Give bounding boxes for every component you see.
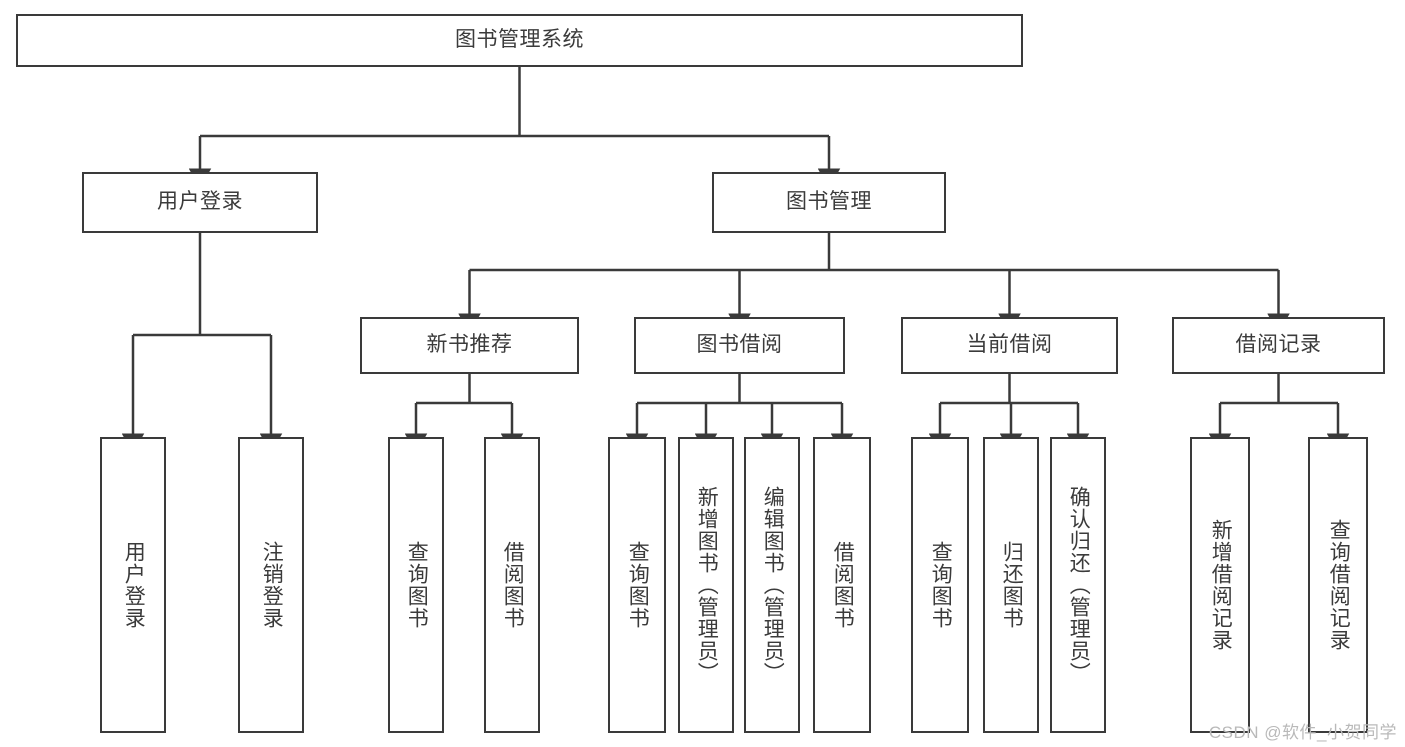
leaf-borrow-book-1-label: 借阅图书 bbox=[501, 541, 525, 629]
node-borrow-record-label: 借阅记录 bbox=[1235, 333, 1322, 357]
leaf-edit-book[interactable]: 编辑图书（管理员） bbox=[744, 437, 800, 733]
leaf-user-login[interactable]: 用户登录 bbox=[100, 437, 166, 733]
node-book-manage[interactable]: 图书管理 bbox=[712, 172, 946, 233]
leaf-logout[interactable]: 注销登录 bbox=[238, 437, 304, 733]
node-borrow-record[interactable]: 借阅记录 bbox=[1172, 317, 1385, 374]
leaf-logout-label: 注销登录 bbox=[260, 541, 284, 629]
leaf-return-book[interactable]: 归还图书 bbox=[983, 437, 1039, 733]
leaf-add-book-label: 新增图书（管理员） bbox=[695, 486, 719, 684]
leaf-return-book-label: 归还图书 bbox=[1000, 541, 1024, 629]
node-user-login-label: 用户登录 bbox=[157, 190, 243, 214]
leaf-edit-book-label: 编辑图书（管理员） bbox=[761, 486, 785, 684]
leaf-add-book[interactable]: 新增图书（管理员） bbox=[678, 437, 734, 733]
leaf-query-book-1[interactable]: 查询图书 bbox=[388, 437, 444, 733]
node-new-book-recommend[interactable]: 新书推荐 bbox=[360, 317, 579, 374]
leaf-add-borrow-record-label: 新增借阅记录 bbox=[1209, 519, 1233, 651]
leaf-user-login-label: 用户登录 bbox=[122, 541, 146, 629]
leaf-query-book-2[interactable]: 查询图书 bbox=[608, 437, 666, 733]
leaf-query-book-3-label: 查询图书 bbox=[929, 541, 953, 629]
node-new-book-recommend-label: 新书推荐 bbox=[426, 333, 513, 357]
node-book-manage-label: 图书管理 bbox=[786, 190, 872, 214]
node-book-borrow-label: 图书借阅 bbox=[696, 333, 783, 357]
node-book-borrow[interactable]: 图书借阅 bbox=[634, 317, 845, 374]
leaf-add-borrow-record[interactable]: 新增借阅记录 bbox=[1190, 437, 1250, 733]
leaf-query-borrow-record[interactable]: 查询借阅记录 bbox=[1308, 437, 1368, 733]
leaf-borrow-book-1[interactable]: 借阅图书 bbox=[484, 437, 540, 733]
node-current-borrow-label: 当前借阅 bbox=[966, 333, 1053, 357]
leaf-confirm-return[interactable]: 确认归还（管理员） bbox=[1050, 437, 1106, 733]
leaf-borrow-book-2-label: 借阅图书 bbox=[831, 541, 855, 629]
leaf-query-book-3[interactable]: 查询图书 bbox=[911, 437, 969, 733]
node-user-login[interactable]: 用户登录 bbox=[82, 172, 318, 233]
node-root-label: 图书管理系统 bbox=[455, 28, 584, 52]
node-current-borrow[interactable]: 当前借阅 bbox=[901, 317, 1118, 374]
leaf-confirm-return-label: 确认归还（管理员） bbox=[1067, 486, 1091, 684]
leaf-query-borrow-record-label: 查询借阅记录 bbox=[1327, 519, 1351, 651]
node-root[interactable]: 图书管理系统 bbox=[16, 14, 1023, 67]
leaf-query-book-1-label: 查询图书 bbox=[405, 541, 429, 629]
leaf-borrow-book-2[interactable]: 借阅图书 bbox=[813, 437, 871, 733]
leaf-query-book-2-label: 查询图书 bbox=[626, 541, 650, 629]
